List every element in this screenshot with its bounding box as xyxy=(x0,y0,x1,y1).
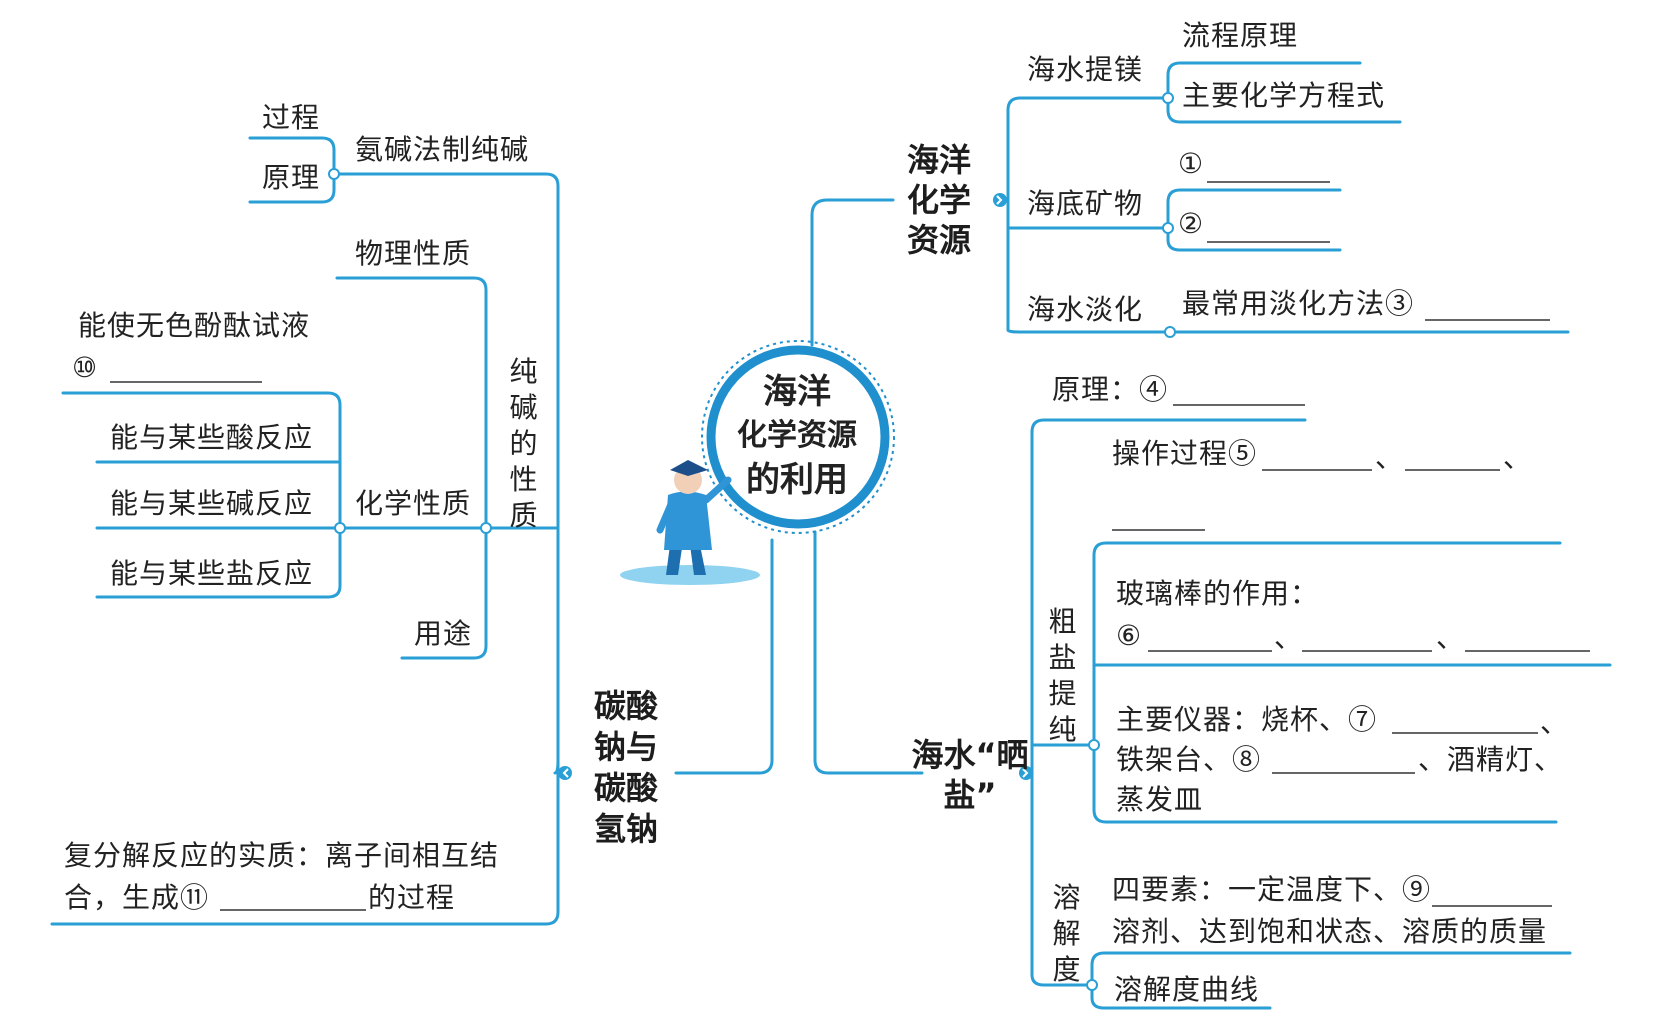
node-instruments-1: 主要仪器：烧杯、⑦ xyxy=(1116,703,1378,736)
node-phenolphthalein-1: 能使无色酚酞试液 xyxy=(78,309,311,342)
comma-op-1: 、 xyxy=(1375,441,1405,474)
node-four-elements-1: 四要素：一定温度下、⑨ xyxy=(1112,873,1432,906)
node-essence-1: 复分解反应的实质：离子间相互结 xyxy=(64,839,500,872)
center-line-2: 化学资源 xyxy=(737,418,857,453)
node-ammonia-soda: 氨碱法制纯碱 xyxy=(355,133,530,166)
comma-rod-1: 、 xyxy=(1274,621,1304,654)
branch-title-sea-salt: 海水“晒盐” xyxy=(911,736,1029,814)
node-seabed-minerals: 海底矿物 xyxy=(1027,187,1144,220)
node-operation: 操作过程⑤ xyxy=(1112,437,1258,470)
node-react-acid: 能与某些酸反应 xyxy=(110,421,314,454)
branch-title-carbonates: 碳酸钠与碳酸氢钠 xyxy=(593,687,658,848)
node-instruments-2: 铁架台、⑧ xyxy=(1116,743,1262,776)
center-line-3: 的利用 xyxy=(746,460,848,500)
node-uses: 用途 xyxy=(414,617,473,650)
center-ring xyxy=(701,340,895,534)
node-ammonia-process: 过程 xyxy=(262,101,321,134)
node-phenolphthalein-2: ⑩ xyxy=(72,351,99,384)
node-glass-rod-2: ⑥ xyxy=(1116,619,1143,652)
branch-title-ocean-resources: 海洋化学资源 xyxy=(906,141,971,259)
node-desalination: 海水淡化 xyxy=(1027,293,1144,326)
node-mg-extraction: 海水提镁 xyxy=(1027,53,1144,86)
node-react-salt: 能与某些盐反应 xyxy=(110,557,314,590)
blank-1: ① xyxy=(1178,147,1205,180)
node-four-elements-2: 溶剂、达到饱和状态、溶质的质量 xyxy=(1112,915,1548,948)
graduate-figure xyxy=(620,460,760,585)
node-essence-2: 合，生成⑪ xyxy=(64,881,210,914)
node-main-equation: 主要化学方程式 xyxy=(1182,79,1386,112)
node-glass-rod-1: 玻璃棒的作用： xyxy=(1116,577,1320,610)
blank-2: ② xyxy=(1178,207,1205,240)
node-desal-method: 最常用淡化方法③ xyxy=(1182,287,1415,320)
node-instruments-2b: 、酒精灯、 xyxy=(1418,743,1564,776)
node-essence-3: 的过程 xyxy=(368,881,456,914)
center-line-1: 海洋 xyxy=(763,372,831,412)
node-physical-properties: 物理性质 xyxy=(355,237,472,270)
center-topic: 海洋 化学资源 的利用 xyxy=(714,370,880,502)
node-flow-principle: 流程原理 xyxy=(1182,19,1299,52)
comma-rod-2: 、 xyxy=(1436,621,1466,654)
comma-inst-1: 、 xyxy=(1540,706,1570,739)
node-solubility-curve: 溶解度曲线 xyxy=(1114,973,1260,1006)
node-ammonia-principle: 原理 xyxy=(262,161,321,194)
node-chemical-properties: 化学性质 xyxy=(355,487,472,520)
node-soda-properties-label: 纯碱的性质 xyxy=(509,355,539,532)
comma-op-2: 、 xyxy=(1503,441,1533,474)
node-react-base: 能与某些碱反应 xyxy=(110,487,314,520)
node-solubility-label: 溶解度 xyxy=(1052,881,1082,986)
node-instruments-3: 蒸发皿 xyxy=(1116,783,1204,816)
node-crude-salt-label: 粗盐提纯 xyxy=(1048,605,1078,746)
node-salt-principle: 原理：④ xyxy=(1052,373,1169,406)
